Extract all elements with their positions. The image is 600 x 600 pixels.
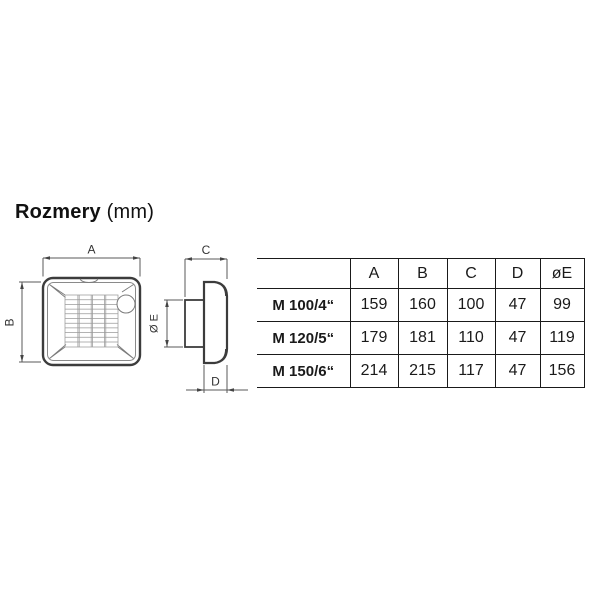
front-panel-profile <box>202 280 229 365</box>
duct-tube <box>184 299 206 348</box>
indicator-circle <box>116 294 136 314</box>
dim-label-b: B <box>3 318 17 326</box>
page-title: Rozmery (mm) <box>15 201 154 224</box>
table-row: M 100/4“ 159 160 100 47 99 <box>257 288 585 322</box>
value-d: 47 <box>494 288 541 322</box>
value-d: 47 <box>494 321 541 355</box>
value-a: 179 <box>349 321 399 355</box>
value-b: 181 <box>397 321 448 355</box>
value-c: 100 <box>446 288 496 322</box>
title-unit: (mm) <box>106 201 155 223</box>
panel-edge-shading <box>217 282 227 363</box>
value-e: 119 <box>539 321 585 355</box>
value-b: 215 <box>397 354 448 388</box>
dimension-d: D <box>186 365 248 393</box>
dimension-b: B <box>3 281 41 363</box>
table-header-row: A B C D øE <box>257 258 585 289</box>
table-row: M 120/5“ 179 181 110 47 119 <box>257 321 585 355</box>
value-e: 99 <box>539 288 585 322</box>
table-row: M 150/6“ 214 215 117 47 156 <box>257 354 585 388</box>
dim-label-e: Ø E <box>149 314 161 333</box>
value-a: 159 <box>349 288 399 322</box>
grille-column-dividers <box>77 295 107 347</box>
top-tab <box>79 278 99 283</box>
dimension-e: Ø E <box>149 299 183 348</box>
model-label: M 120/5“ <box>257 321 351 355</box>
side-view-drawing: C Ø E D <box>149 243 248 393</box>
value-c: 117 <box>446 354 496 388</box>
value-e: 156 <box>539 354 585 388</box>
title-text: Rozmery <box>15 201 101 223</box>
value-a: 214 <box>349 354 399 388</box>
header-e: øE <box>539 258 585 289</box>
dimension-a: A <box>42 243 141 277</box>
dim-label-d: D <box>211 375 220 389</box>
value-b: 160 <box>397 288 448 322</box>
technical-drawing: A B C <box>3 243 248 393</box>
dim-label-a: A <box>87 243 95 257</box>
model-label: M 150/6“ <box>257 354 351 388</box>
dim-label-c: C <box>202 243 211 257</box>
dimension-c: C <box>184 243 228 297</box>
header-c: C <box>446 258 496 289</box>
value-d: 47 <box>494 354 541 388</box>
header-model <box>257 258 351 289</box>
value-c: 110 <box>446 321 496 355</box>
corner-bevel-lines <box>49 284 134 359</box>
model-label: M 100/4“ <box>257 288 351 322</box>
header-d: D <box>494 258 541 289</box>
header-b: B <box>397 258 448 289</box>
header-a: A <box>349 258 399 289</box>
dimensions-table: A B C D øE M 100/4“ 159 160 100 47 99 M <box>257 258 585 388</box>
front-view-drawing: A B <box>3 243 142 367</box>
